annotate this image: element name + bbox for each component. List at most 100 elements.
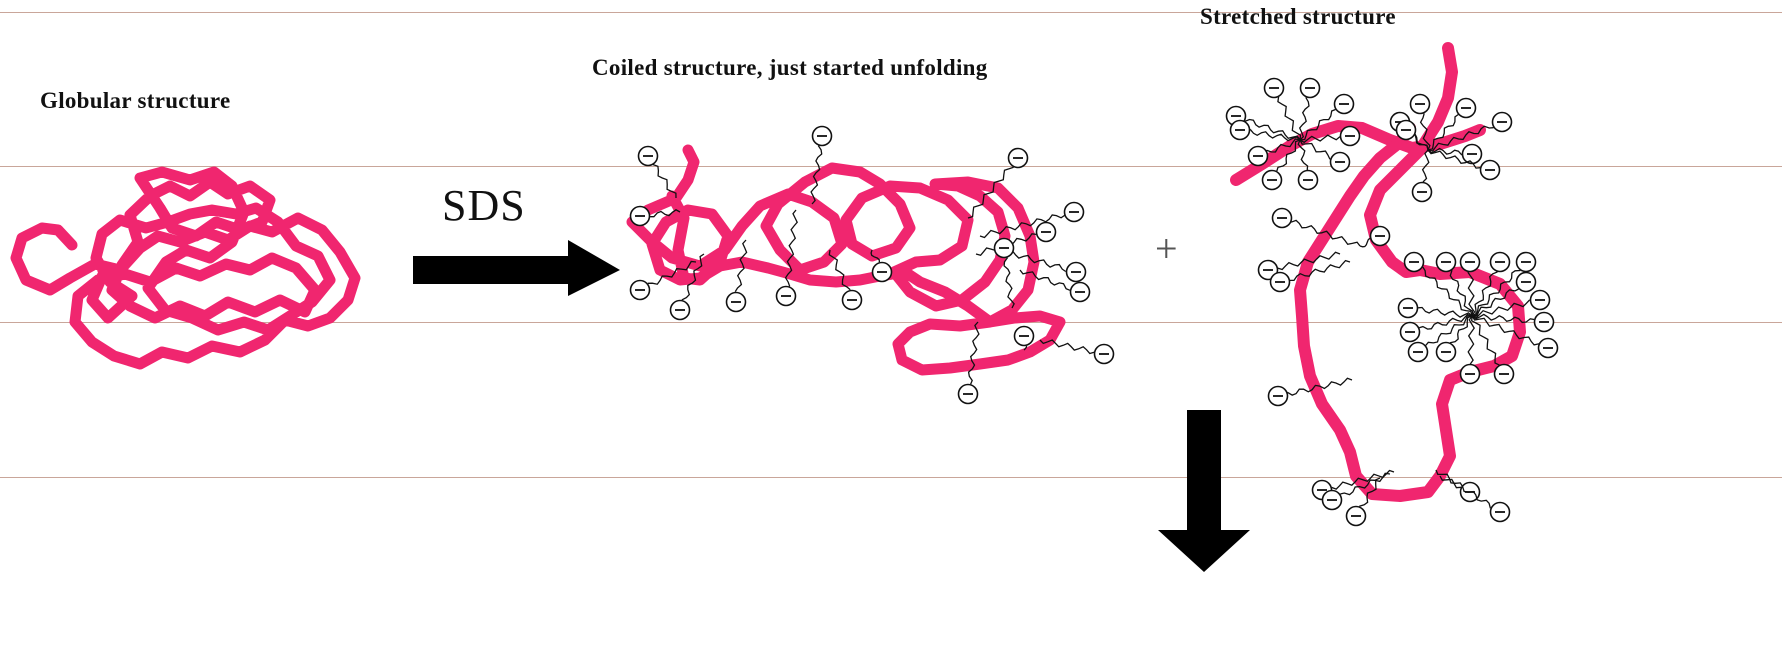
surfactant-tail: [1266, 138, 1301, 153]
negative-head-icon: [669, 299, 691, 321]
globular-protein: [10, 166, 361, 370]
negative-head-icon: [1407, 341, 1429, 363]
surfactant-tail: [1471, 269, 1521, 317]
sds-arrow: [413, 240, 620, 296]
surfactant-tail: [1472, 288, 1519, 317]
negative-head-icon: [1329, 151, 1351, 173]
surfactant-tail: [1427, 147, 1463, 156]
surfactant-tail: [1427, 125, 1494, 152]
surfactant-tail: [1297, 139, 1309, 171]
negative-head-icon: [1065, 261, 1087, 283]
negative-head-icon: [1269, 271, 1291, 293]
negative-head-icon: [629, 205, 651, 227]
rule-line-4: [0, 477, 1782, 478]
surfactant-tail: [1287, 377, 1353, 396]
negative-head-icon: [1493, 363, 1515, 385]
down-arrow: [1158, 410, 1250, 572]
surfactant-tail: [1299, 139, 1331, 160]
negative-head-icon: [725, 291, 747, 313]
surfactant-tail: [1289, 259, 1351, 282]
negative-head-icon: [1339, 125, 1361, 147]
negative-head-icon: [1489, 501, 1511, 523]
negative-head-icon: [1247, 145, 1269, 167]
surfactant-tail: [734, 239, 748, 293]
stretched-structure-label: Stretched structure: [1200, 4, 1396, 29]
negative-head-icon: [1411, 181, 1433, 203]
negative-head-icon: [1459, 363, 1481, 385]
surfactant-tail: [1425, 315, 1472, 346]
surfactant-tail: [1276, 139, 1301, 172]
negative-head-icon: [1491, 111, 1513, 133]
surfactant-tail: [1023, 345, 1028, 351]
surfactant-tail: [1467, 271, 1476, 317]
surfactant-tail: [967, 166, 1014, 219]
negative-head-icon: [1345, 505, 1367, 527]
surfactant-tail: [1435, 469, 1492, 509]
negative-head-icon: [1435, 251, 1457, 273]
surfactant-tail: [1471, 299, 1531, 319]
negative-head-icon: [811, 125, 833, 147]
negative-head-icon: [1263, 77, 1285, 99]
surfactant-tail: [1414, 134, 1429, 151]
rule-line-3: [0, 322, 1782, 323]
stretched-protein: [1230, 42, 1526, 502]
sds-label: SDS: [442, 181, 526, 230]
globular-structure-label: Globular structure: [40, 88, 231, 113]
surfactant-tail: [1467, 315, 1475, 365]
surfactant-tail: [967, 321, 980, 385]
coiled-protein: [626, 144, 1066, 376]
surfactant-tail: [1422, 266, 1473, 317]
surfactant-tail: [784, 209, 798, 287]
negative-head-icon: [1267, 385, 1289, 407]
negative-head-icon: [1397, 297, 1419, 319]
negative-head-icon: [1403, 251, 1425, 273]
surfactant-tail: [1298, 97, 1310, 141]
surfactant-tail: [828, 249, 851, 291]
surfactant-tail: [1299, 134, 1341, 144]
negative-head-icon: [1489, 251, 1511, 273]
surfactant-tail: [1277, 96, 1302, 141]
surfactant-tail: [1359, 237, 1371, 248]
surfactant-tail: [1039, 339, 1095, 355]
surfactant-tail: [1449, 315, 1473, 344]
surfactant-tail: [870, 249, 881, 263]
surfactant-tail: [1427, 149, 1481, 169]
negative-head-icon: [1515, 251, 1537, 273]
surfactant-tail: [810, 145, 823, 205]
negative-head-icon: [1395, 119, 1417, 141]
plus-sign: +: [1155, 226, 1178, 271]
surfactant-tail: [1471, 313, 1535, 324]
negative-head-icon: [1537, 337, 1559, 359]
negative-head-icon: [1271, 207, 1293, 229]
surfactant-tail: [647, 260, 697, 285]
surfactant-tail: [1019, 269, 1071, 291]
surfactant-tail: [1340, 472, 1391, 496]
negative-head-icon: [841, 289, 863, 311]
negative-head-icon: [1455, 97, 1477, 119]
negative-head-icon: [1515, 271, 1537, 293]
rule-line-2: [0, 166, 1782, 167]
negative-head-icon: [1399, 321, 1421, 343]
negative-head-icon: [1063, 201, 1085, 223]
coiled-structure-label: Coiled structure, just started unfolding: [592, 55, 988, 80]
negative-head-icon: [1229, 119, 1251, 141]
negative-head-icon: [1297, 169, 1319, 191]
negative-head-icon: [1093, 343, 1115, 365]
surfactant-tail: [1471, 315, 1540, 346]
surfactant-tail: [1419, 313, 1473, 330]
rule-line-1: [0, 12, 1782, 13]
surfactant-tail: [1244, 118, 1301, 141]
surfactant-tail: [650, 209, 681, 218]
surfactant-tail: [1419, 113, 1431, 151]
surfactant-tail: [1003, 257, 1015, 309]
negative-head-icon: [1529, 289, 1551, 311]
negative-head-icon: [1435, 341, 1457, 363]
surfactant-tail: [652, 163, 677, 199]
surfactant-tail: [1427, 113, 1459, 151]
negative-head-icon: [1369, 225, 1391, 247]
negative-head-icon: [1261, 169, 1283, 191]
surfactant-tail: [681, 253, 705, 301]
surfactant-tail: [1421, 149, 1430, 183]
surfactant-tail: [1277, 251, 1341, 271]
